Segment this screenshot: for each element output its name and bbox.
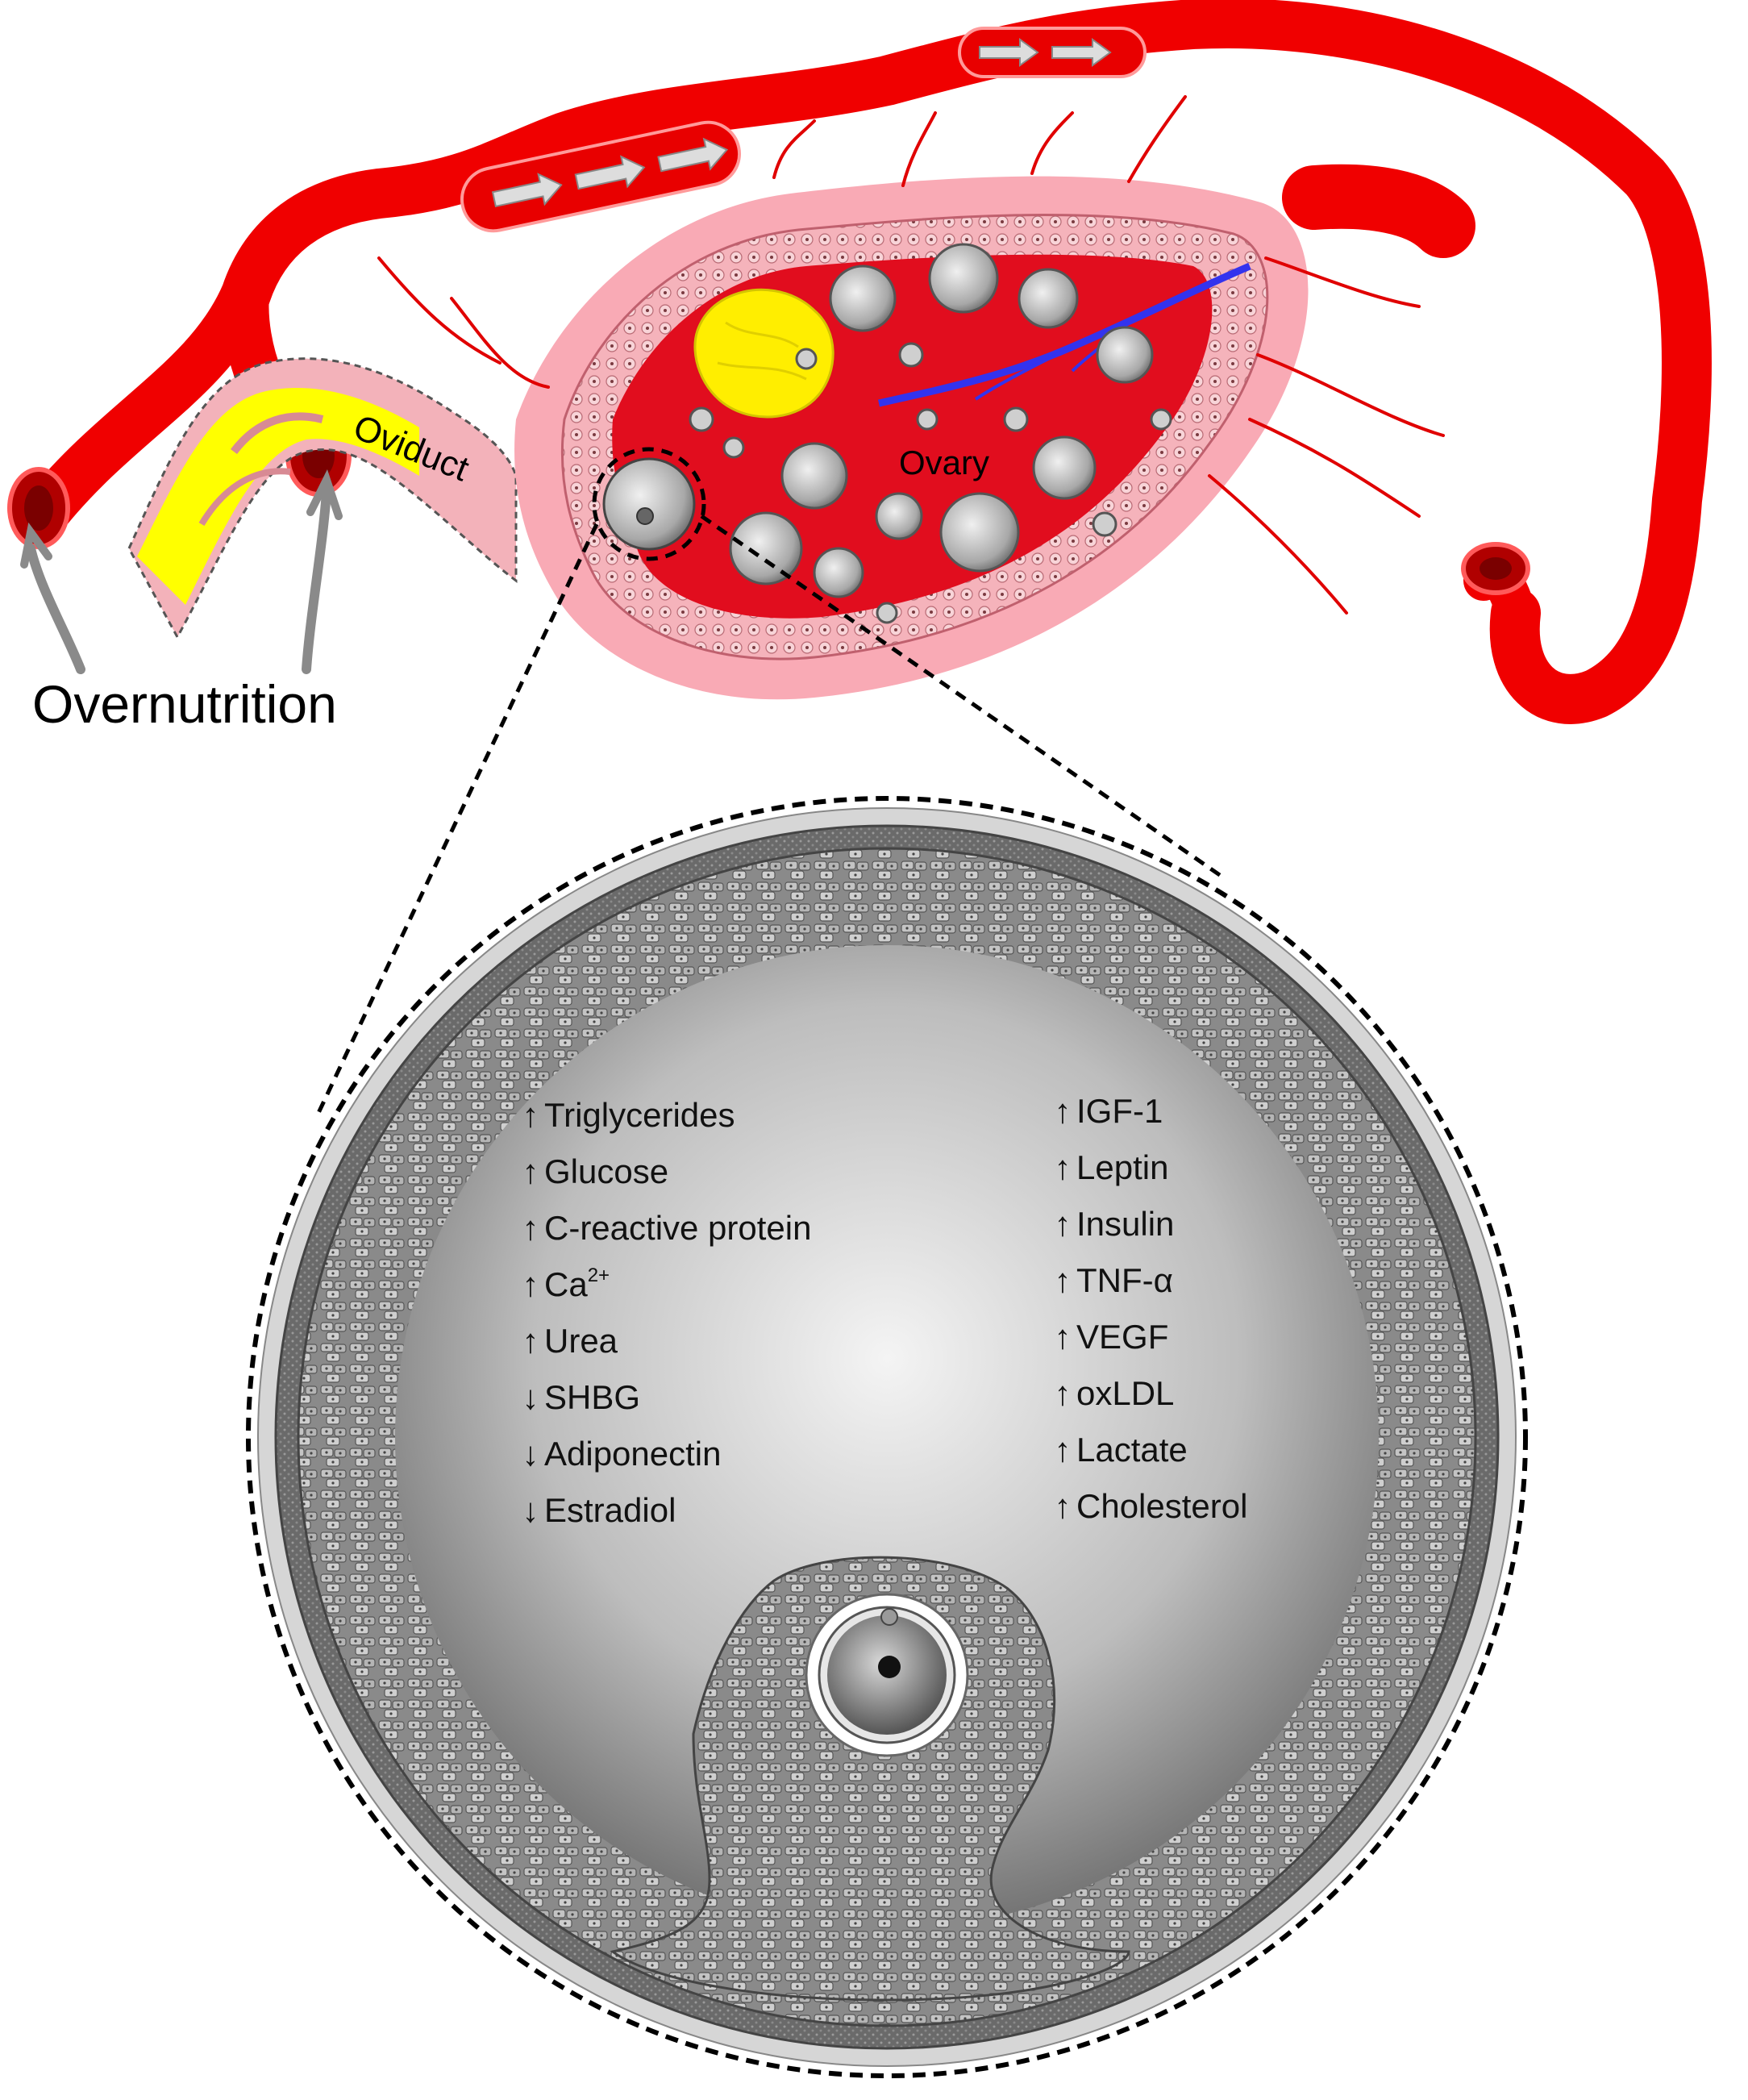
oocyte (805, 1593, 969, 1757)
follicular-fluid-changes-left: ↑Triglycerides ↑Glucose ↑C-reactive prot… (520, 1087, 812, 1539)
overnutrition-arrows (20, 469, 343, 674)
list-item: ↓SHBG (520, 1369, 811, 1426)
enlarged-antral-follicle (246, 796, 1528, 2078)
ovarian-follicles (689, 243, 1172, 624)
arrow-up-icon: ↑ (1054, 1431, 1072, 1469)
ovary-label: Ovary (899, 444, 990, 481)
oviduct (127, 357, 518, 640)
list-item: ↑oxLDL (1052, 1365, 1247, 1422)
list-item: ↑IGF-1 (1052, 1083, 1247, 1140)
list-item: ↑Glucose (520, 1144, 811, 1200)
list-item: ↑Urea (520, 1313, 811, 1369)
arrow-up-icon: ↑ (522, 1152, 539, 1190)
list-item: ↑C-reactive protein (520, 1200, 812, 1256)
overnutrition-label: Overnutrition (32, 674, 337, 734)
zoom-guide-lines (316, 514, 1227, 1115)
arrow-up-icon: ↑ (1054, 1487, 1072, 1525)
list-item: ↑Ca2+ (520, 1256, 811, 1313)
list-item: ↑Cholesterol (1052, 1478, 1248, 1535)
arrow-up-icon: ↑ (522, 1265, 539, 1303)
list-item: ↑Leptin (1052, 1140, 1247, 1196)
arrow-up-icon: ↑ (522, 1209, 539, 1247)
corpus-luteum (693, 288, 834, 419)
arrow-down-icon: ↓ (522, 1435, 539, 1473)
list-item: ↓Adiponectin (520, 1426, 811, 1482)
ovary (514, 176, 1309, 700)
list-item: ↑VEGF (1052, 1309, 1247, 1365)
arrow-down-icon: ↓ (522, 1378, 539, 1416)
blood-flow-arrows (460, 27, 1147, 233)
arrow-up-icon: ↑ (1054, 1318, 1072, 1356)
arrow-up-icon: ↑ (522, 1322, 539, 1360)
arrow-up-icon: ↑ (1054, 1205, 1072, 1243)
follicular-fluid-changes-right: ↑IGF-1 ↑Leptin ↑Insulin ↑TNF-α ↑VEGF ↑ox… (1052, 1083, 1248, 1535)
highlighted-follicle (592, 447, 706, 561)
arrow-up-icon: ↑ (1054, 1092, 1072, 1130)
list-item: ↑TNF-α (1052, 1252, 1247, 1309)
cumulus-oophorus (610, 1556, 1130, 2002)
capillaries (377, 95, 1445, 615)
list-item: ↑Insulin (1052, 1196, 1247, 1252)
arrow-up-icon: ↑ (522, 1096, 539, 1134)
list-item: ↑Triglycerides (520, 1087, 811, 1144)
arrow-down-icon: ↓ (522, 1491, 539, 1529)
arrow-up-icon: ↑ (1054, 1261, 1072, 1299)
list-item: ↑Lactate (1052, 1422, 1247, 1478)
list-item: ↓Estradiol (520, 1482, 811, 1539)
arrow-up-icon: ↑ (1054, 1148, 1072, 1186)
arrow-up-icon: ↑ (1054, 1374, 1072, 1412)
